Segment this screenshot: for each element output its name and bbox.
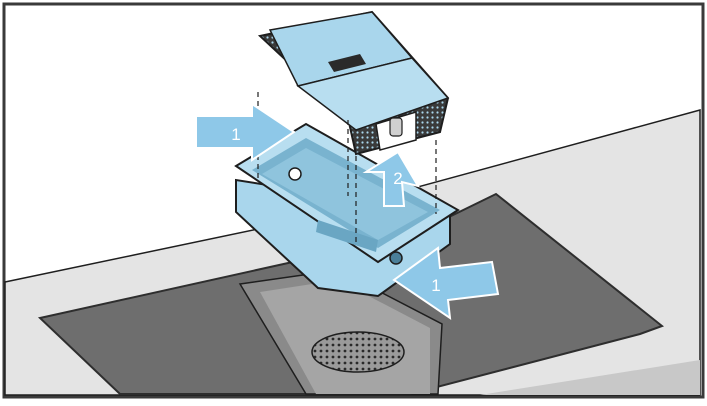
alignment-guides (257, 92, 437, 246)
step-number-press-left: 1 (231, 125, 240, 144)
cover-handle (328, 54, 366, 72)
tray-release-button (389, 251, 403, 265)
arrow-lift-up: 2 (362, 150, 421, 207)
step-number-lift-up: 2 (393, 169, 402, 188)
cover-clip (389, 117, 403, 137)
arrow-press-left: 1 (195, 102, 296, 162)
tray-hole-left (288, 167, 302, 181)
arrow-press-right: 1 (392, 246, 500, 321)
counter-front-edge (480, 360, 700, 395)
step-number-press-right: 1 (431, 276, 440, 295)
drip-tray (234, 122, 460, 298)
tray-cover (257, 10, 450, 156)
drain-grate (311, 331, 405, 373)
